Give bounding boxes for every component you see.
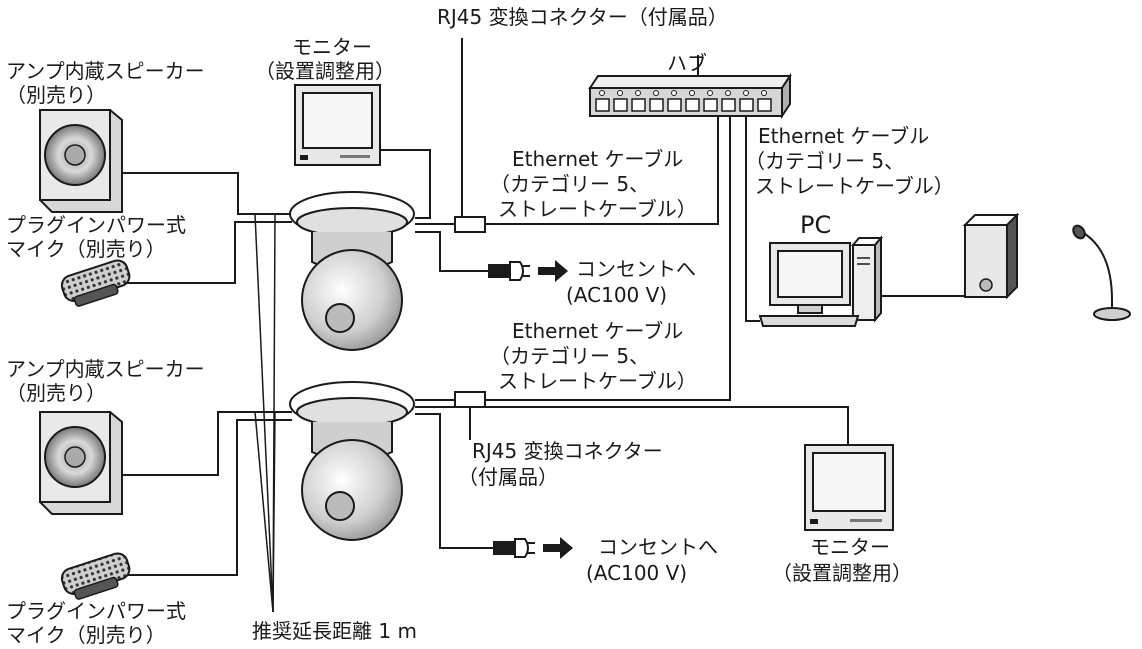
outlet-top-label-2: (AC100 V) — [566, 283, 668, 307]
hub-port — [667, 98, 682, 112]
power-plug-top — [488, 261, 530, 281]
distance-line-1 — [254, 213, 274, 613]
hub-device — [588, 72, 792, 120]
ethernet-top-label-3: ストレートケーブル） — [498, 197, 697, 221]
dome-camera-bottom — [289, 381, 415, 541]
hub-led — [617, 90, 623, 96]
cable-mic-top — [125, 221, 292, 284]
hub-port — [649, 98, 664, 112]
power-plug-bottom — [493, 538, 535, 558]
cable-cam2-monitor — [415, 406, 849, 445]
mic-top-label-2: マイク（別売り） — [6, 237, 166, 261]
hub-port — [613, 98, 628, 112]
monitor-top-label-1: モニター — [292, 35, 372, 59]
rj45-connector-bot — [454, 391, 486, 408]
dome-camera-top — [289, 191, 415, 351]
ethernet-mid-label-2: （カテゴリー 5、 — [490, 344, 650, 368]
rj45-bottom-label-1: RJ45 変換コネクター — [472, 439, 663, 463]
cable-power-top — [415, 231, 490, 272]
outlet-top-label-1: コンセントへ — [576, 257, 696, 281]
cable-monitor-top — [378, 149, 431, 219]
cable-power-bot — [415, 413, 495, 549]
monitor-bottom-device — [804, 444, 894, 531]
distance-label: 推奨延長距離 1 m — [252, 619, 417, 643]
mic-bottom-label-2: マイク（別売り） — [6, 623, 166, 647]
hub-led — [761, 90, 767, 96]
hub-led — [671, 90, 677, 96]
mic-top-device — [60, 259, 131, 307]
speaker-bottom-label-1: アンプ内蔵スピーカー — [6, 357, 205, 381]
distance-line-4 — [272, 411, 276, 613]
hub-led — [725, 90, 731, 96]
pc-label: PC — [800, 211, 832, 239]
speaker-bottom-device — [39, 411, 123, 515]
cable-rj45-hub-1 — [485, 115, 719, 225]
hub-led — [689, 90, 695, 96]
speaker-top-device — [39, 109, 123, 213]
ethernet-top-label-1: Ethernet ケーブル — [512, 147, 684, 171]
mic-top-label-1: プラグインパワー式 — [6, 213, 186, 237]
speaker-bottom-label-2: （別売り） — [6, 381, 106, 405]
cable-speaker-top — [120, 172, 292, 215]
hub-port — [631, 98, 646, 112]
cable-hub-cam2 — [485, 115, 731, 401]
hub-led — [707, 90, 713, 96]
monitor-bottom-label-1: モニター — [810, 535, 890, 559]
ethernet-right-label-3: ストレートケーブル） — [755, 174, 954, 198]
hub-port — [595, 98, 610, 112]
mic-bottom-label-1: プラグインパワー式 — [6, 599, 186, 623]
outlet-bottom-label-1: コンセントへ — [598, 535, 718, 559]
rj45-bottom-label-2: （付属品） — [458, 465, 558, 489]
monitor-bottom-label-2: （設置調整用） — [772, 561, 912, 585]
pc-device — [758, 235, 884, 327]
rj45-connector-top — [454, 216, 486, 233]
cables — [120, 38, 975, 613]
ethernet-right-label-2: （カテゴリー 5、 — [745, 149, 905, 173]
arrow-bottom — [543, 537, 573, 559]
hub-port — [757, 98, 772, 112]
rj45-top-label: RJ45 変換コネクター（付属品） — [437, 5, 728, 29]
hub-label: ハブ — [667, 51, 707, 75]
speaker-top-label-2: （別売り） — [6, 83, 106, 107]
distance-line-3 — [254, 411, 274, 613]
monitor-top-label-2: （設置調整用） — [255, 59, 395, 83]
monitor-top-device — [294, 84, 381, 166]
mic-bottom-device — [60, 552, 131, 600]
ethernet-right-label-1: Ethernet ケーブル — [758, 124, 930, 148]
ethernet-mid-label-3: ストレートケーブル） — [498, 369, 697, 393]
hub-port — [703, 98, 718, 112]
hub-led — [599, 90, 605, 96]
ethernet-mid-label-1: Ethernet ケーブル — [512, 319, 684, 343]
hub-led — [743, 90, 749, 96]
hub-port — [685, 98, 700, 112]
desktop-speaker-device — [962, 212, 1020, 300]
arrow-top — [538, 260, 568, 282]
speaker-top-label-1: アンプ内蔵スピーカー — [6, 59, 205, 83]
cable-hub-pc — [745, 115, 760, 322]
outlet-bottom-label-2: (AC100 V) — [586, 561, 688, 585]
ethernet-top-label-2: （カテゴリー 5、 — [490, 172, 650, 196]
hub-led — [653, 90, 659, 96]
hub-port — [739, 98, 754, 112]
stand-mic-device — [1072, 224, 1131, 321]
hub-led — [635, 90, 641, 96]
hub-port — [721, 98, 736, 112]
